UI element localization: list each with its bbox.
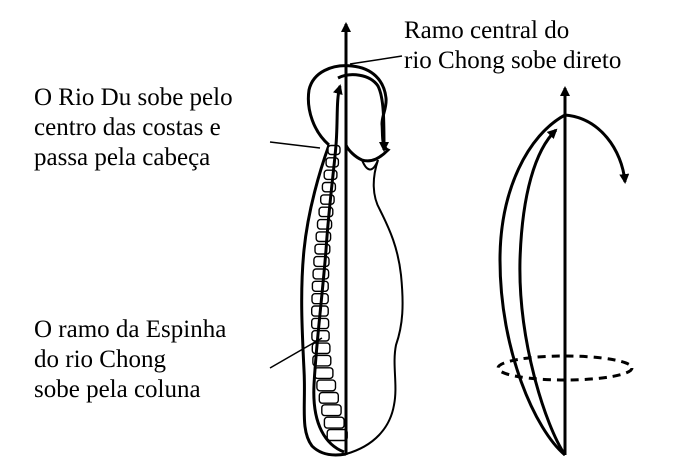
neck-front-outline	[361, 159, 379, 171]
label-du-line2: centro das costas e	[34, 114, 221, 141]
vertebra	[326, 428, 348, 442]
schematic-outer-curve	[498, 113, 566, 457]
vertebra	[321, 404, 342, 417]
vertebra	[311, 280, 329, 292]
head-outline	[306, 64, 391, 163]
label-du-meridian: O Rio Du sobe pelo centro das costas e p…	[34, 83, 233, 173]
label-chong-central-line2: rio Chong sobe direto	[404, 47, 622, 74]
vertebra	[312, 268, 330, 280]
spine-vertebrae	[311, 144, 348, 442]
vertebra	[318, 391, 339, 404]
label-spine-line1: O ramo da Espinha	[34, 316, 227, 343]
vertebra	[316, 379, 337, 392]
body-back-outline	[300, 144, 347, 457]
schematic-inner-curve	[518, 128, 567, 456]
schematic-top-arc	[564, 113, 630, 184]
schematic-diagram	[496, 86, 634, 457]
vertebra	[323, 416, 345, 429]
label-chong-central-branch: Ramo central do rio Chong sobe direto	[404, 16, 621, 76]
schematic-dashed-ellipse	[496, 354, 634, 382]
label-spine-line3: sobe pela coluna	[34, 376, 201, 403]
body-front-outline	[345, 159, 404, 455]
vertebra	[325, 157, 340, 168]
label-chong-central-line1: Ramo central do	[404, 17, 570, 44]
du-meridian-path	[312, 84, 345, 454]
leader-line-chong-central	[349, 55, 403, 65]
label-du-line3: passa pela cabeça	[34, 144, 211, 171]
leader-line-spine	[269, 337, 323, 369]
vertebra	[323, 169, 338, 181]
du-meridian-face-path	[337, 73, 389, 152]
leader-line-du	[269, 141, 321, 149]
label-spine-line2: do rio Chong	[34, 346, 166, 373]
label-chong-spine-branch: O ramo da Espinha do rio Chong sobe pela…	[34, 315, 226, 405]
label-du-line1: O Rio Du sobe pelo	[34, 84, 233, 111]
vertebra	[313, 367, 334, 380]
